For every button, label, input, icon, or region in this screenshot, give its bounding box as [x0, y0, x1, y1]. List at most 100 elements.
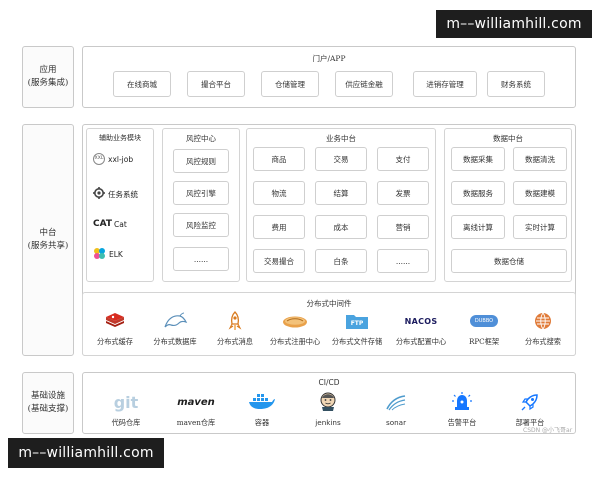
- risk-item-rules[interactable]: 风控规则: [173, 149, 229, 173]
- watermark-top: m––williamhill.com: [436, 10, 592, 38]
- docker-icon: [247, 391, 277, 413]
- business-item-marketing[interactable]: 营销: [377, 215, 429, 239]
- risk-center-title: 风控中心: [186, 134, 216, 143]
- business-item-more[interactable]: ......: [377, 249, 429, 273]
- middleware-database-label: 分布式数据库: [153, 337, 197, 346]
- infra-deploy[interactable]: 部署平台: [495, 391, 565, 428]
- middle-layer-label-line2: (服务共享): [27, 241, 69, 251]
- aux-task-system[interactable]: 任务系统: [93, 187, 138, 201]
- middleware-config[interactable]: NACOS 分布式配置中心: [386, 310, 456, 347]
- aux-module-title: 辅助业务模块: [99, 134, 141, 142]
- app-layer-panel: 门户/APP 在线商城 撮合平台 仓储管理 供应链金融 进销存管理 财务系统: [82, 46, 576, 108]
- app-item-warehouse[interactable]: 仓储管理: [261, 71, 319, 97]
- zookeeper-icon: [280, 310, 310, 332]
- aux-module-panel: 辅助业务模块 XXL xxl-job 任务系统 CAT Cat ELK: [86, 128, 154, 282]
- ftp-logo: FTP: [350, 319, 364, 327]
- app-item-supply-chain[interactable]: 供应链金融: [335, 71, 393, 97]
- infra-layer-panel: CI/CD git 代码仓库 maven maven仓库 容器 jenkins …: [82, 372, 576, 434]
- business-item-credit[interactable]: 白条: [315, 249, 367, 273]
- risk-item-more[interactable]: ......: [173, 247, 229, 271]
- app-item-matching[interactable]: 撮合平台: [187, 71, 245, 97]
- data-item-collect[interactable]: 数据采集: [451, 147, 505, 171]
- middleware-registry[interactable]: 分布式注册中心: [260, 310, 330, 347]
- portal-title: 门户/APP: [312, 54, 346, 63]
- elasticsearch-icon: [528, 310, 558, 332]
- business-center-panel: 业务中台 商品 交易 支付 物流 结算 发票 费用 成本 营销 交易撮合 白条 …: [246, 128, 436, 282]
- business-item-settlement[interactable]: 结算: [315, 181, 367, 205]
- alarm-icon: [447, 391, 477, 413]
- middleware-rpc-label: RPC框架: [468, 337, 500, 346]
- nacos-icon: NACOS: [399, 310, 443, 332]
- infra-maven-repo[interactable]: maven maven仓库: [161, 391, 231, 428]
- infra-code-repo[interactable]: git 代码仓库: [91, 391, 161, 428]
- middleware-file-storage[interactable]: FTP 分布式文件存储: [322, 310, 392, 347]
- aux-cat[interactable]: CAT Cat: [93, 219, 127, 229]
- infra-layer-label-line2: (基础支撑): [27, 404, 69, 414]
- elk-icon: [93, 247, 106, 262]
- infra-alarm[interactable]: 告警平台: [427, 391, 497, 428]
- mysql-dolphin-icon: [160, 310, 190, 332]
- data-item-offline[interactable]: 离线计算: [451, 215, 505, 239]
- aux-xxl-job[interactable]: XXL xxl-job: [93, 153, 133, 165]
- aux-cat-label: Cat: [114, 219, 127, 229]
- business-item-payment[interactable]: 支付: [377, 147, 429, 171]
- app-item-mall[interactable]: 在线商城: [113, 71, 171, 97]
- redis-icon: [100, 310, 130, 332]
- maven-logo: maven: [177, 396, 215, 408]
- middleware-cache-label: 分布式缓存: [97, 337, 133, 346]
- business-item-cost[interactable]: 费用: [253, 215, 305, 239]
- nacos-logo: NACOS: [404, 316, 438, 326]
- risk-item-monitor[interactable]: 风险监控: [173, 213, 229, 237]
- business-center-title: 业务中台: [326, 134, 356, 143]
- business-item-matching[interactable]: 交易撮合: [253, 249, 305, 273]
- aux-xxl-job-label: xxl-job: [108, 154, 134, 164]
- middleware-database[interactable]: 分布式数据库: [140, 310, 210, 347]
- dubbo-logo: DUBBO: [469, 315, 499, 327]
- infra-jenkins[interactable]: jenkins: [293, 391, 363, 427]
- risk-item-engine[interactable]: 风控引擎: [173, 181, 229, 205]
- infra-layer-label: 基础设施 (基础支撑): [22, 372, 74, 434]
- infra-code-repo-label: 代码仓库: [111, 418, 141, 427]
- business-item-expense[interactable]: 成本: [315, 215, 367, 239]
- middleware-panel: 分布式中间件 分布式缓存 分布式数据库 分布式消息 分布式注册中心 FTP 分布…: [82, 292, 576, 356]
- middleware-registry-label: 分布式注册中心: [269, 337, 321, 346]
- middle-layer-label-line1: 中台: [39, 228, 57, 238]
- source-credit: CSDN @小飞哥ar: [523, 427, 573, 434]
- infra-sonar-label: sonar: [385, 418, 407, 427]
- middle-layer-label: 中台 (服务共享): [22, 124, 74, 356]
- middleware-file-storage-label: 分布式文件存储: [331, 337, 383, 346]
- dubbo-icon: DUBBO: [467, 310, 501, 332]
- aux-elk[interactable]: ELK: [93, 247, 123, 262]
- aux-task-system-label: 任务系统: [108, 189, 138, 199]
- infra-alarm-label: 告警平台: [447, 418, 477, 427]
- infra-sonar[interactable]: sonar: [361, 391, 431, 427]
- data-item-warehouse[interactable]: 数据仓储: [451, 249, 567, 273]
- ftp-icon: FTP: [342, 310, 372, 332]
- task-system-icon: [93, 187, 105, 201]
- data-item-service[interactable]: 数据服务: [451, 181, 505, 205]
- business-item-goods[interactable]: 商品: [253, 147, 305, 171]
- middleware-cache[interactable]: 分布式缓存: [80, 310, 150, 347]
- business-item-invoice[interactable]: 发票: [377, 181, 429, 205]
- sonar-icon: [381, 391, 411, 413]
- business-item-logistics[interactable]: 物流: [253, 181, 305, 205]
- infra-container[interactable]: 容器: [227, 391, 297, 428]
- business-item-trade[interactable]: 交易: [315, 147, 367, 171]
- middleware-search[interactable]: 分布式搜索: [508, 310, 578, 347]
- xxl-job-icon: XXL: [93, 153, 105, 165]
- data-item-realtime[interactable]: 实时计算: [513, 215, 567, 239]
- infra-maven-repo-label: maven仓库: [176, 418, 216, 427]
- middleware-title: 分布式中间件: [306, 299, 352, 308]
- app-item-inventory[interactable]: 进销存管理: [413, 71, 477, 97]
- app-item-finance[interactable]: 财务系统: [487, 71, 545, 97]
- data-item-modeling[interactable]: 数据建模: [513, 181, 567, 205]
- data-item-clean[interactable]: 数据清洗: [513, 147, 567, 171]
- infra-jenkins-label: jenkins: [315, 418, 341, 427]
- cat-logo: CAT: [93, 219, 113, 229]
- infra-container-label: 容器: [254, 418, 270, 427]
- rocketmq-icon: [220, 310, 250, 332]
- middleware-message[interactable]: 分布式消息: [200, 310, 270, 347]
- middleware-rpc[interactable]: DUBBO RPC框架: [449, 310, 519, 347]
- git-logo: git: [113, 392, 139, 412]
- middleware-message-label: 分布式消息: [217, 337, 253, 346]
